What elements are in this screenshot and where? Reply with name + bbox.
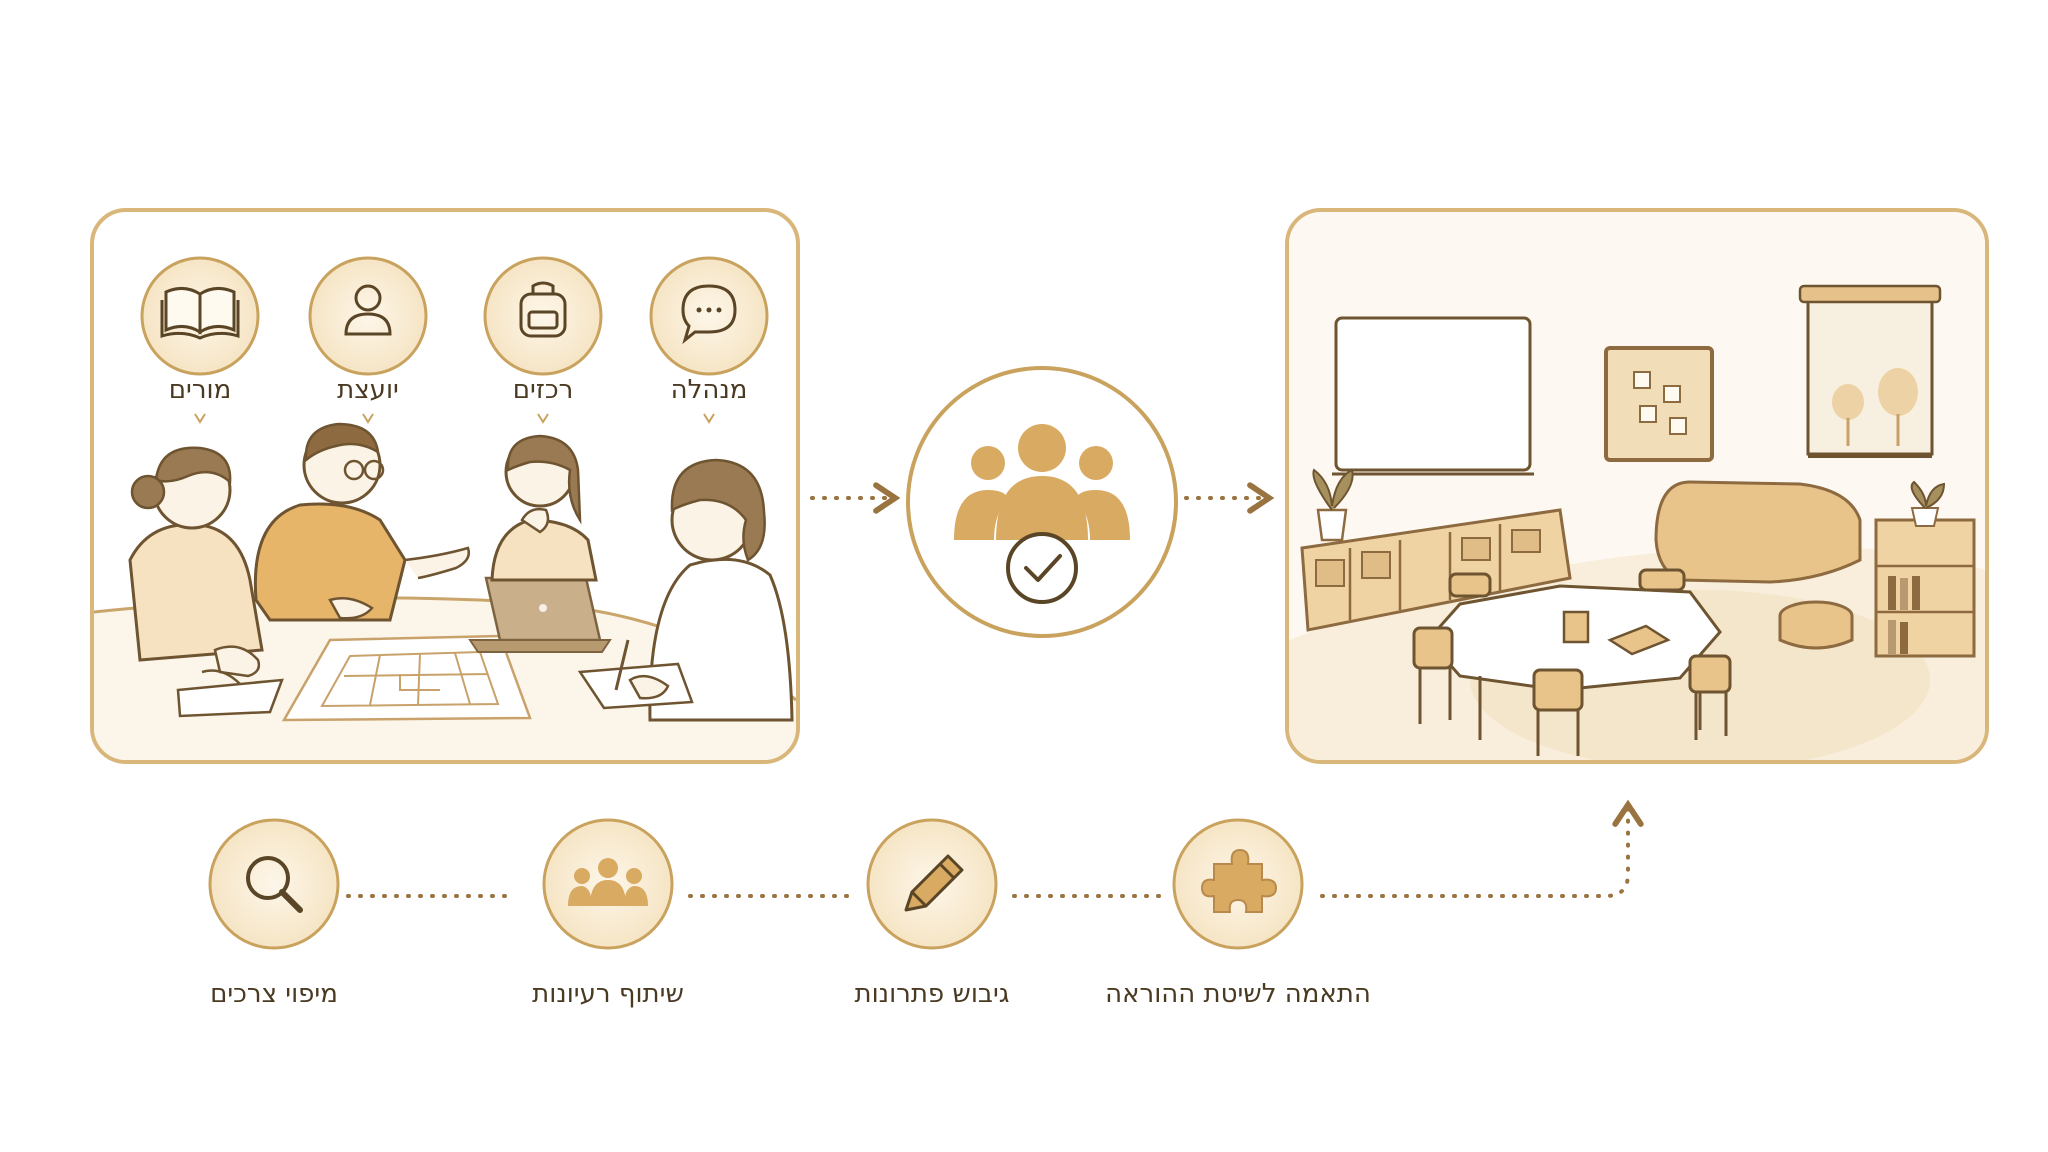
classroom-table bbox=[1425, 584, 1722, 740]
role-circle bbox=[483, 256, 603, 376]
chairs bbox=[1412, 568, 1732, 756]
team-consensus-node bbox=[906, 366, 1178, 638]
step-label: מיפוי צרכים bbox=[210, 979, 338, 1009]
step-2: גיבוש פתרונות bbox=[855, 818, 1010, 1009]
chevron-down-icon bbox=[362, 413, 374, 424]
role-label: מנהלה bbox=[671, 375, 748, 405]
speech-bubble-icon bbox=[681, 284, 737, 345]
plant-left bbox=[1312, 468, 1354, 542]
book-icon bbox=[160, 287, 240, 340]
step-connectors bbox=[346, 799, 1644, 898]
chevron-down-icon bbox=[703, 413, 715, 424]
bulletin-board bbox=[1604, 346, 1714, 462]
backpack-icon bbox=[519, 281, 567, 338]
puzzle-icon bbox=[1200, 848, 1278, 913]
step-0: מיפוי צרכים bbox=[208, 818, 340, 1009]
role-circle bbox=[649, 256, 769, 376]
role-label: רכזים bbox=[513, 375, 574, 405]
whiteboard bbox=[1332, 316, 1534, 476]
step-3: התאמה לשיטת ההוראה bbox=[1105, 818, 1371, 1009]
sofa bbox=[1654, 480, 1862, 650]
step-1: שיתוף רעיונות bbox=[532, 818, 684, 1009]
role-label: יועצת bbox=[337, 375, 399, 405]
team-check-icon bbox=[954, 424, 1130, 604]
person-writing-right bbox=[577, 458, 794, 722]
role-label: מורים bbox=[169, 375, 232, 405]
person-thinking bbox=[490, 434, 598, 582]
step-label: התאמה לשיטת ההוראה bbox=[1105, 979, 1371, 1009]
team-panel bbox=[90, 208, 800, 764]
classroom-panel bbox=[1285, 208, 1989, 764]
roles-row: מורים יועצת רכזים מנהלה bbox=[140, 256, 769, 424]
bookshelf bbox=[1874, 480, 1976, 658]
chevron-down-icon bbox=[194, 413, 206, 424]
role-circle bbox=[308, 256, 428, 376]
step-label: גיבוש פתרונות bbox=[855, 979, 1010, 1009]
role-0: מורים bbox=[140, 256, 260, 424]
pencil-icon bbox=[904, 854, 964, 912]
chevron-down-icon bbox=[537, 413, 549, 424]
step-circle bbox=[208, 818, 340, 950]
group-icon bbox=[568, 858, 648, 906]
storage-shelves bbox=[1300, 508, 1572, 632]
role-1: יועצת bbox=[308, 256, 428, 424]
classroom-illustration bbox=[1289, 212, 1985, 760]
person-writing-left bbox=[128, 446, 284, 718]
role-2: רכזים bbox=[483, 256, 603, 424]
magnifier-icon bbox=[246, 856, 303, 913]
laptop bbox=[468, 576, 612, 653]
floor-plan-sheet bbox=[281, 634, 532, 722]
window bbox=[1798, 284, 1942, 458]
person-gesturing bbox=[253, 422, 470, 622]
meeting-illustration bbox=[94, 422, 796, 760]
process-steps: מיפוי צרכים שיתוף רעיונות גיבוש פתרונות התא… bbox=[208, 818, 1371, 1009]
person-icon bbox=[344, 284, 392, 336]
role-3: מנהלה bbox=[649, 256, 769, 424]
step-label: שיתוף רעיונות bbox=[532, 979, 684, 1009]
